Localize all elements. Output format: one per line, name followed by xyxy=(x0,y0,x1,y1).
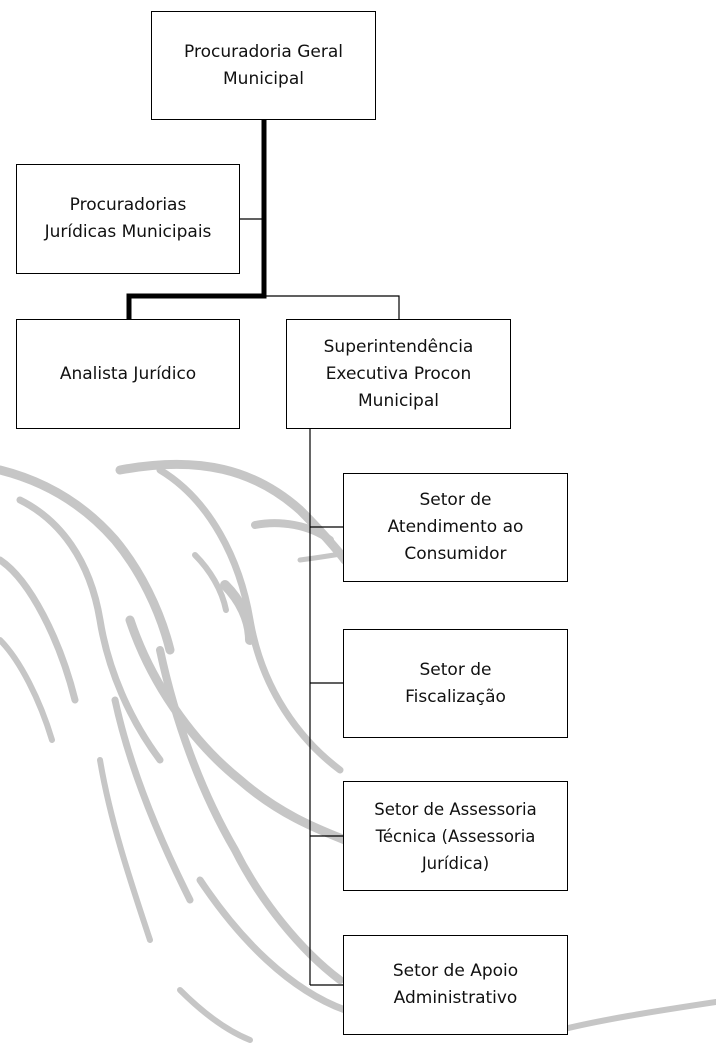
node-procuradoria-geral-municipal: Procuradoria Geral Municipal xyxy=(151,11,376,120)
node-analista-juridico: Analista Jurídico xyxy=(16,319,240,429)
node-procuradorias-juridicas-municipais: Procuradorias Jurídicas Municipais xyxy=(16,164,240,274)
node-setor-assessoria-tecnica: Setor de Assessoria Técnica (Assessoria … xyxy=(343,781,568,891)
connector-pgm-aj xyxy=(126,120,267,319)
connector-pgm-sepm xyxy=(264,295,400,319)
node-setor-fiscalizacao: Setor de Fiscalização xyxy=(343,629,568,738)
node-setor-atendimento-consumidor: Setor de Atendimento ao Consumidor xyxy=(343,473,568,582)
node-superintendencia-executiva-procon: Superintendência Executiva Procon Munici… xyxy=(286,319,511,429)
node-setor-apoio-administrativo: Setor de Apoio Administrativo xyxy=(343,935,568,1035)
